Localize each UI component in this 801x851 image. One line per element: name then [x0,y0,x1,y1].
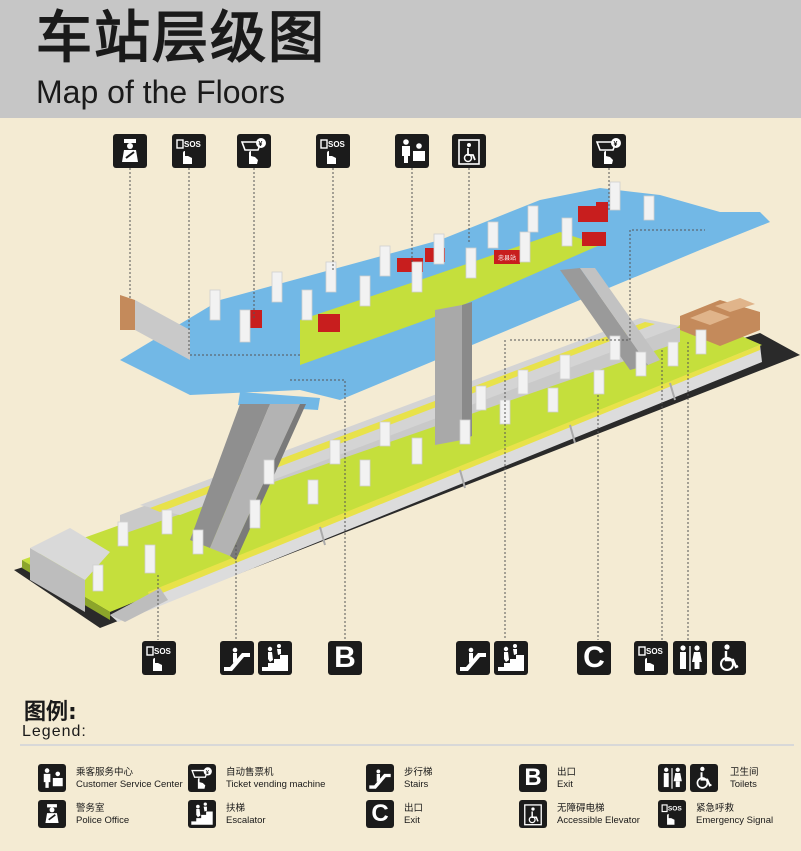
page-title-cn: 车站层级图 [36,6,326,71]
station-block [30,548,85,612]
accessible-elevator-icon [519,800,547,828]
sos-icon [634,641,668,675]
leader-lines [129,168,705,640]
concourse-paid-zone [300,232,600,365]
police-icon [113,134,147,168]
stairs-icon [366,764,394,792]
sos-icon [316,134,350,168]
legend-divider [20,744,794,746]
legend-title-en: Legend: [22,723,87,740]
customer-service-icon [395,134,429,168]
page-title-en: Map of the Floors [36,74,285,110]
exit-c-icon: C [577,641,611,675]
customer-service-icon [38,764,66,792]
ticket-machine-icon [592,134,626,168]
accessible-elevator-icon [452,134,486,168]
stairs-icon [494,641,528,675]
escalator-icon [220,641,254,675]
exit-b-icon: B [328,641,362,675]
toilet-icon [658,764,686,792]
exit-c-icon: C [366,800,394,828]
police-icon [38,800,66,828]
escalator-icon [188,800,216,828]
station-floor-diagram: 忠县站 [14,168,800,640]
train [110,345,762,622]
header-banner: 车站层级图 Map of the Floors [0,0,801,118]
stair-structure [560,268,660,370]
wheelchair-icon [690,764,718,792]
escalator-icon [456,641,490,675]
sos-icon [142,641,176,675]
info-sign: 忠县站 [494,250,520,264]
stairs-icon [258,641,292,675]
legend-title-cn: 图例: [24,700,77,725]
wheelchair-icon [712,641,746,675]
sos-icon [658,800,686,828]
central-pillar [435,305,462,445]
sos-icon [172,134,206,168]
svg-text:忠县站: 忠县站 [498,254,516,262]
floor-map: 忠县站 [0,118,801,678]
toilet-icon [673,641,707,675]
exit-b-icon: B [519,764,547,792]
pillars [92,181,707,592]
ticket-machine-icon [237,134,271,168]
ticket-machine-icon [188,764,216,792]
